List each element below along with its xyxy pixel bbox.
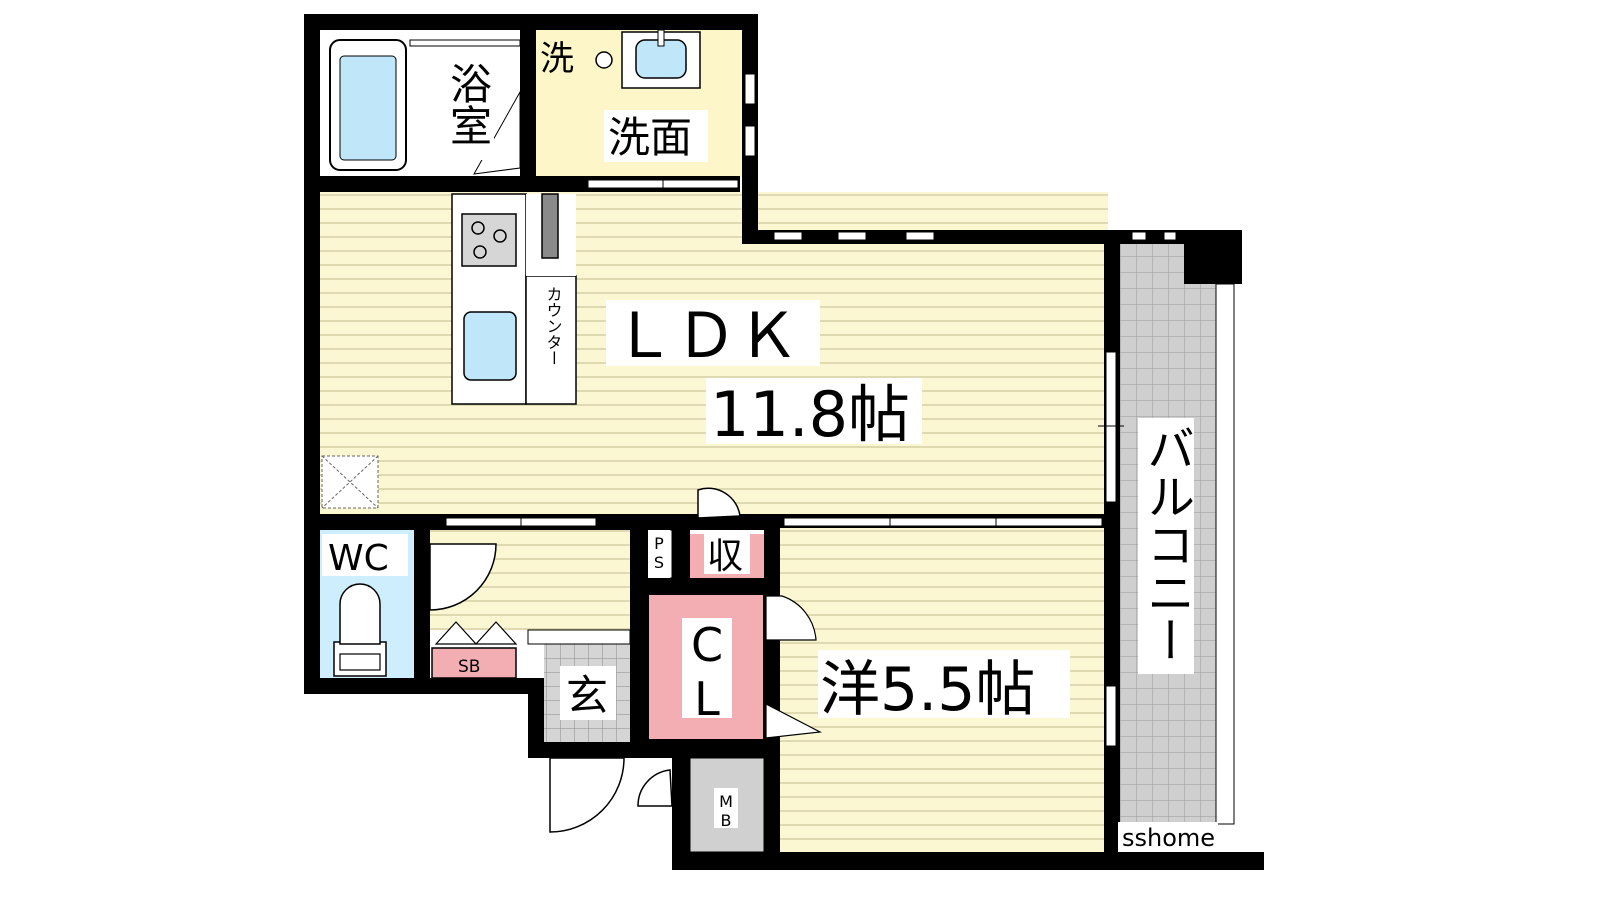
ps-label-bg bbox=[648, 530, 670, 578]
balcony-label: バルコニー bbox=[1138, 424, 1194, 664]
ps-label: PS bbox=[650, 534, 669, 572]
meter-box-door-icon bbox=[637, 769, 673, 807]
storage-label: 収 bbox=[707, 536, 743, 577]
balcony-label-bg bbox=[1138, 418, 1194, 674]
washing-machine-drain-icon bbox=[595, 51, 613, 69]
closet-label: CL bbox=[680, 618, 734, 726]
ldk-label: ＬＤＫ bbox=[613, 299, 799, 372]
kitchen-sink-icon bbox=[463, 311, 517, 381]
meter-box-label-bg bbox=[714, 788, 738, 828]
storage-label-bg bbox=[704, 532, 750, 574]
bath-label-bg bbox=[440, 58, 494, 160]
counter-label: カウンター bbox=[544, 286, 563, 366]
entrance-label: 玄 bbox=[566, 671, 608, 720]
closet-outline bbox=[647, 593, 765, 741]
washbasin-icon bbox=[621, 29, 701, 89]
openings bbox=[445, 73, 1235, 825]
floor-hatch-icon bbox=[321, 455, 379, 509]
storage-door-icon bbox=[697, 487, 741, 519]
entrance-door-icon bbox=[549, 757, 625, 833]
ldk-label-bg bbox=[606, 300, 820, 366]
meter-box-outline bbox=[689, 757, 765, 853]
stove-icon bbox=[461, 213, 517, 267]
refrigerator-slot bbox=[541, 193, 559, 259]
meter-box-label: MB bbox=[717, 792, 736, 830]
washroom-label-bg bbox=[604, 110, 708, 162]
shoebox bbox=[431, 647, 517, 679]
watermark: sshome bbox=[1122, 824, 1215, 852]
closet-label-bg bbox=[682, 618, 732, 718]
wc-label-bg bbox=[322, 534, 408, 576]
entrance-label-bg bbox=[560, 666, 616, 720]
washroom-label: 洗面 bbox=[608, 113, 692, 162]
wc-label: WC bbox=[328, 538, 389, 579]
western-room-label: 洋5.5帖 bbox=[820, 655, 1035, 725]
ldk-size-label-bg bbox=[706, 378, 922, 444]
toilet-icon bbox=[333, 583, 387, 677]
ldk-size-label: 11.8帖 bbox=[710, 378, 910, 451]
closet-door-lower-icon bbox=[765, 703, 823, 739]
watermark-bg bbox=[1118, 822, 1218, 852]
closet-door-upper-icon bbox=[765, 595, 817, 641]
counter-label-bg bbox=[538, 280, 568, 392]
shoebox-label: SB bbox=[458, 657, 480, 677]
bath-label: 浴室 bbox=[444, 62, 493, 146]
corridor-step bbox=[527, 629, 631, 645]
bathroom-partition bbox=[409, 39, 521, 47]
shoebox-doors-icon bbox=[434, 621, 518, 645]
wash-small-label: 洗 bbox=[540, 39, 574, 79]
wc-door-icon bbox=[429, 543, 497, 611]
western-room-label-bg bbox=[818, 650, 1070, 718]
bathtub-icon bbox=[329, 39, 407, 171]
